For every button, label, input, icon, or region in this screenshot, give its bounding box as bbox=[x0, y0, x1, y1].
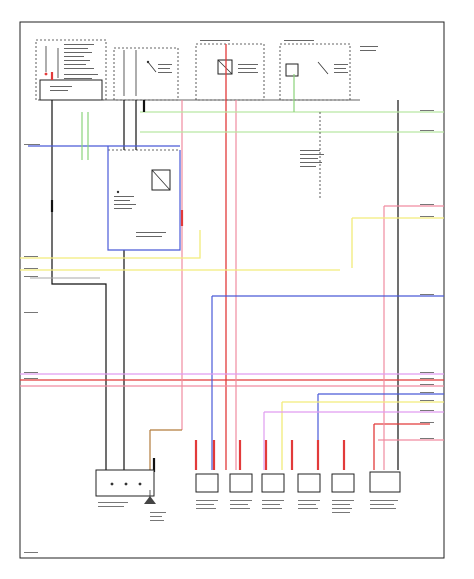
switch-block bbox=[107, 149, 181, 251]
connector-marks bbox=[50, 72, 346, 472]
relay-box-2 bbox=[195, 40, 265, 101]
fuse-junction-block bbox=[35, 39, 107, 101]
right-edge-tags bbox=[24, 110, 434, 439]
label-bars bbox=[24, 500, 398, 553]
relay-box-1 bbox=[113, 47, 179, 101]
bottom-connectors bbox=[95, 469, 401, 504]
relay-box-3 bbox=[279, 40, 378, 101]
diagram-frame bbox=[19, 21, 445, 559]
